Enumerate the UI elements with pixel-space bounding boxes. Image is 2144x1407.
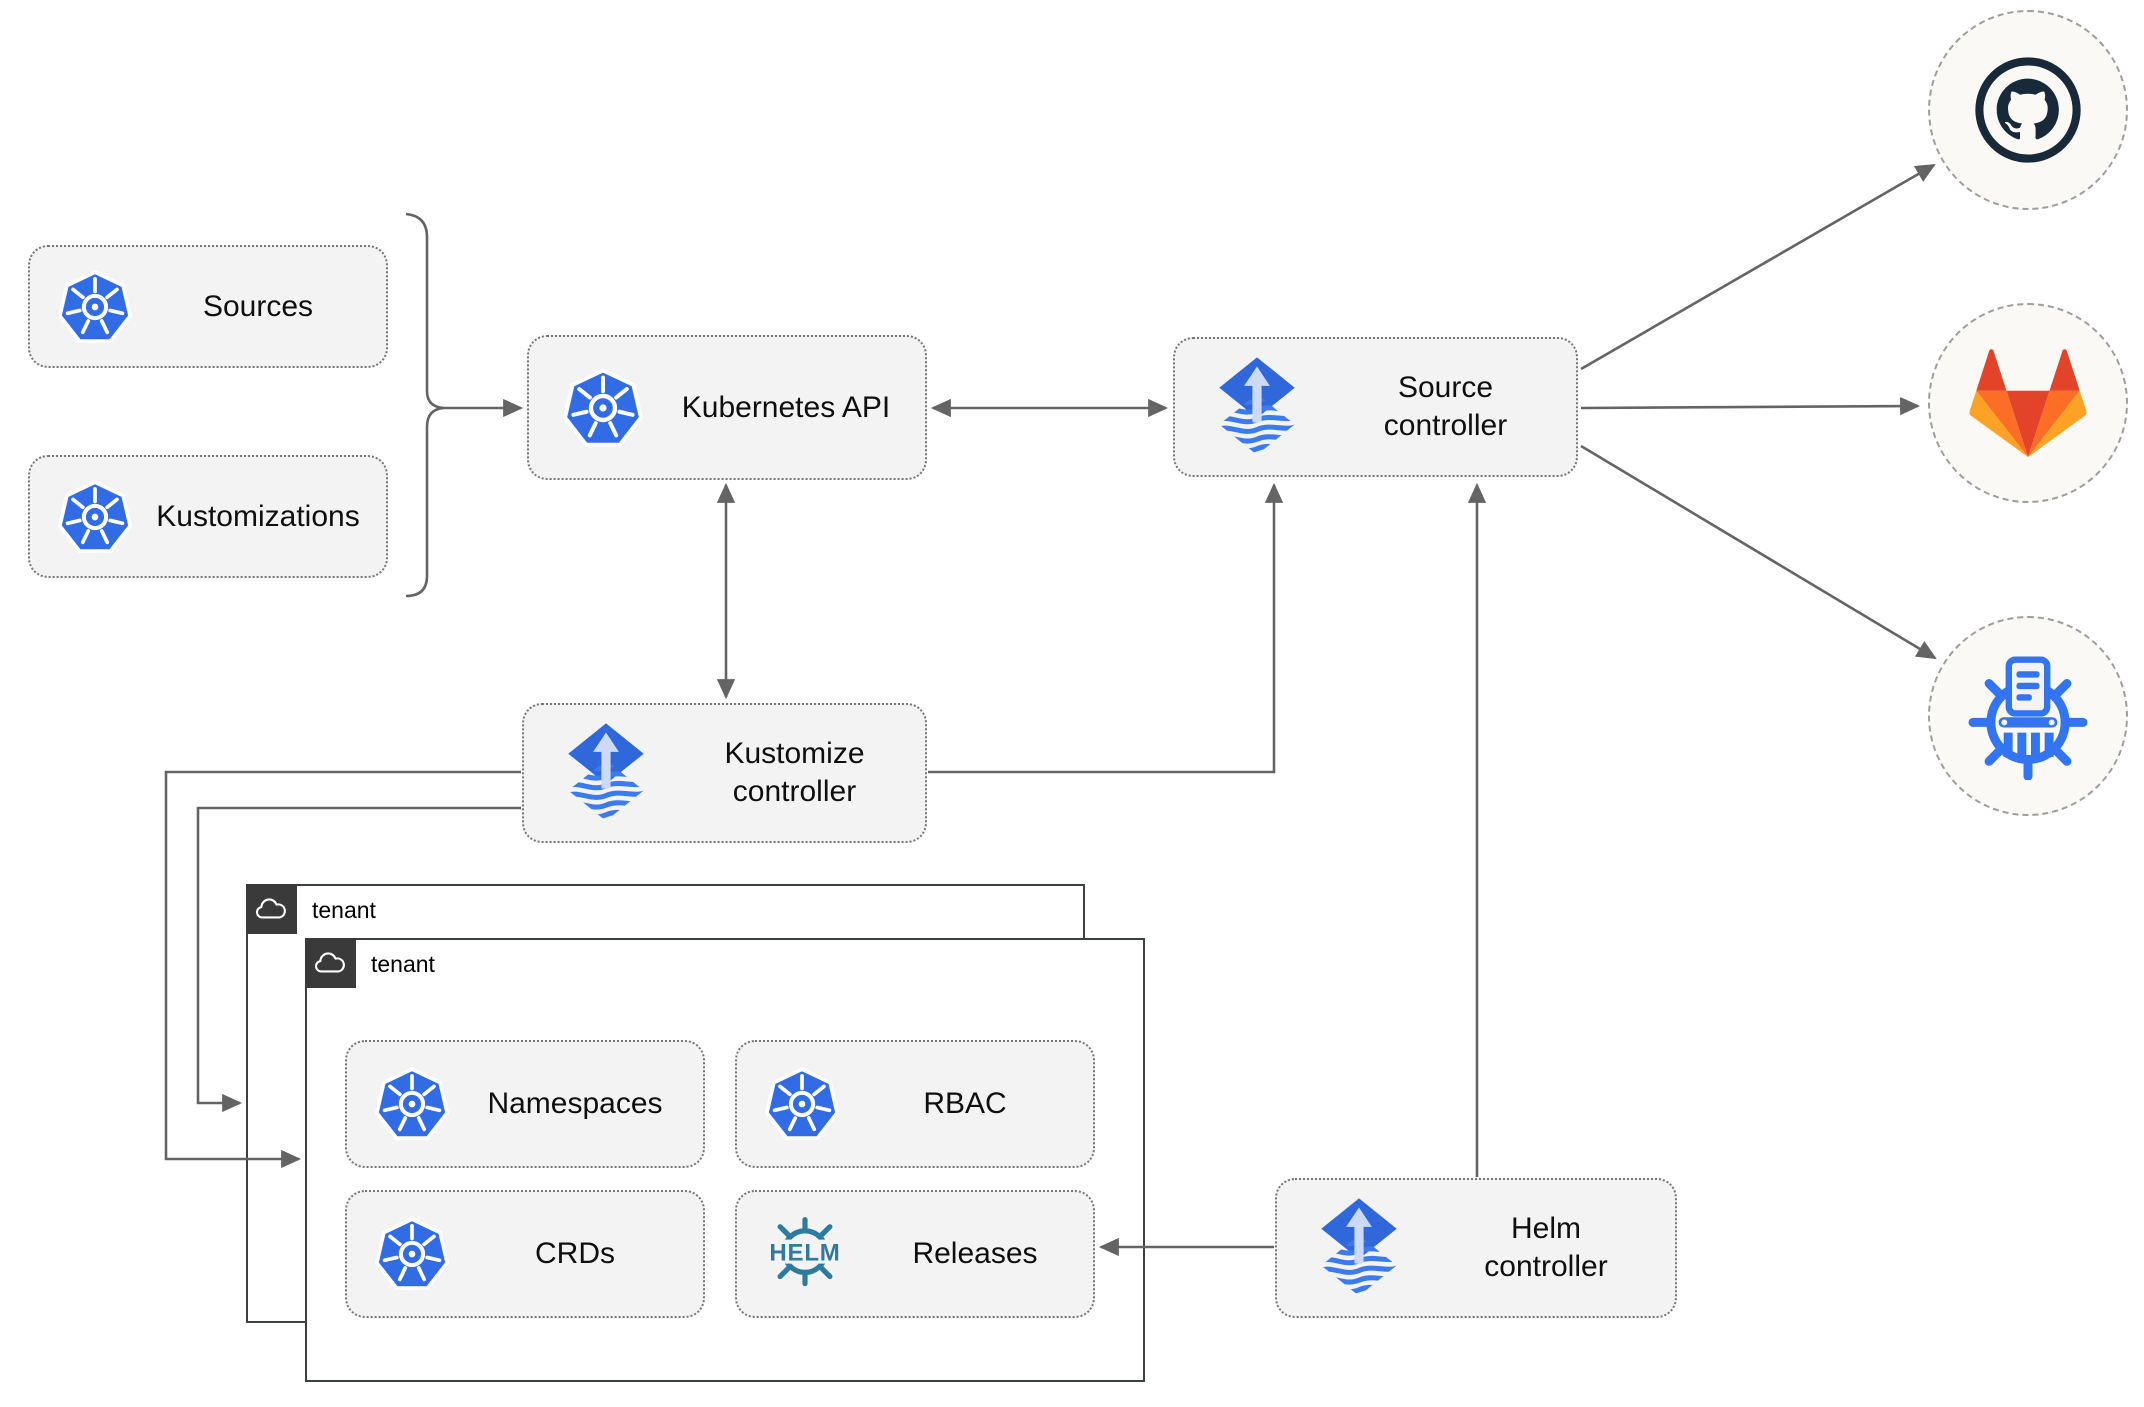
node-label: Releases bbox=[912, 1237, 1038, 1270]
node-namespaces: Namespaces bbox=[345, 1040, 705, 1168]
cloud-icon bbox=[313, 950, 347, 976]
kubernetes-icon bbox=[765, 1067, 839, 1141]
node-label: Kustomize controller bbox=[724, 737, 865, 808]
node-label: Helm controller bbox=[1484, 1212, 1608, 1283]
node-label: Namespaces bbox=[487, 1087, 663, 1120]
external-chartmuseum bbox=[1928, 616, 2128, 816]
cloud-icon bbox=[254, 896, 288, 922]
node-kubernetes-api: Kubernetes API bbox=[527, 335, 927, 480]
kubernetes-icon bbox=[375, 1067, 449, 1141]
tenant-tab bbox=[304, 937, 356, 988]
node-label: Sources bbox=[202, 289, 314, 323]
kubernetes-icon bbox=[58, 479, 132, 554]
edge-source-controller-gitlab bbox=[1580, 396, 1921, 416]
svg-text:HELM: HELM bbox=[769, 1239, 840, 1266]
chartmuseum-icon bbox=[1964, 652, 2092, 780]
node-label: CRDs bbox=[535, 1237, 615, 1270]
node-releases: HELM Releases bbox=[735, 1190, 1095, 1318]
node-label: Kustomizations bbox=[156, 499, 360, 533]
tenant-label: tenant bbox=[312, 897, 376, 923]
github-icon bbox=[1974, 56, 2082, 164]
edge-source-controller-github bbox=[1580, 163, 1936, 371]
node-label: RBAC bbox=[923, 1087, 1007, 1120]
tenant-tab bbox=[245, 883, 297, 934]
node-sources: Sources bbox=[28, 245, 388, 368]
helm-icon: HELM bbox=[753, 1210, 857, 1298]
flux-icon bbox=[1211, 356, 1303, 459]
edge-kustomize-controller-source-controller bbox=[928, 482, 1284, 774]
node-crds: CRDs bbox=[345, 1190, 705, 1318]
node-rbac: RBAC bbox=[735, 1040, 1095, 1168]
gitlab-icon bbox=[1969, 349, 2087, 457]
node-source-controller: Source controller bbox=[1173, 337, 1578, 477]
kubernetes-icon bbox=[58, 269, 132, 344]
kubernetes-icon bbox=[375, 1217, 449, 1291]
external-github bbox=[1928, 10, 2128, 210]
node-label: Kubernetes API bbox=[681, 390, 891, 424]
edge-brace-sources-kustomizations bbox=[405, 212, 445, 598]
node-kustomizations: Kustomizations bbox=[28, 455, 388, 578]
node-kustomize-controller: Kustomize controller bbox=[522, 703, 927, 843]
kubernetes-icon bbox=[563, 367, 643, 448]
external-gitlab bbox=[1928, 303, 2128, 503]
tenant-label: tenant bbox=[371, 951, 435, 977]
node-label: Source controller bbox=[1383, 371, 1508, 442]
node-helm-controller: Helm controller bbox=[1275, 1178, 1677, 1318]
flux-icon bbox=[560, 722, 652, 825]
edge-source-controller-chartmuseum bbox=[1580, 444, 1937, 660]
flux-icon bbox=[1313, 1197, 1405, 1300]
